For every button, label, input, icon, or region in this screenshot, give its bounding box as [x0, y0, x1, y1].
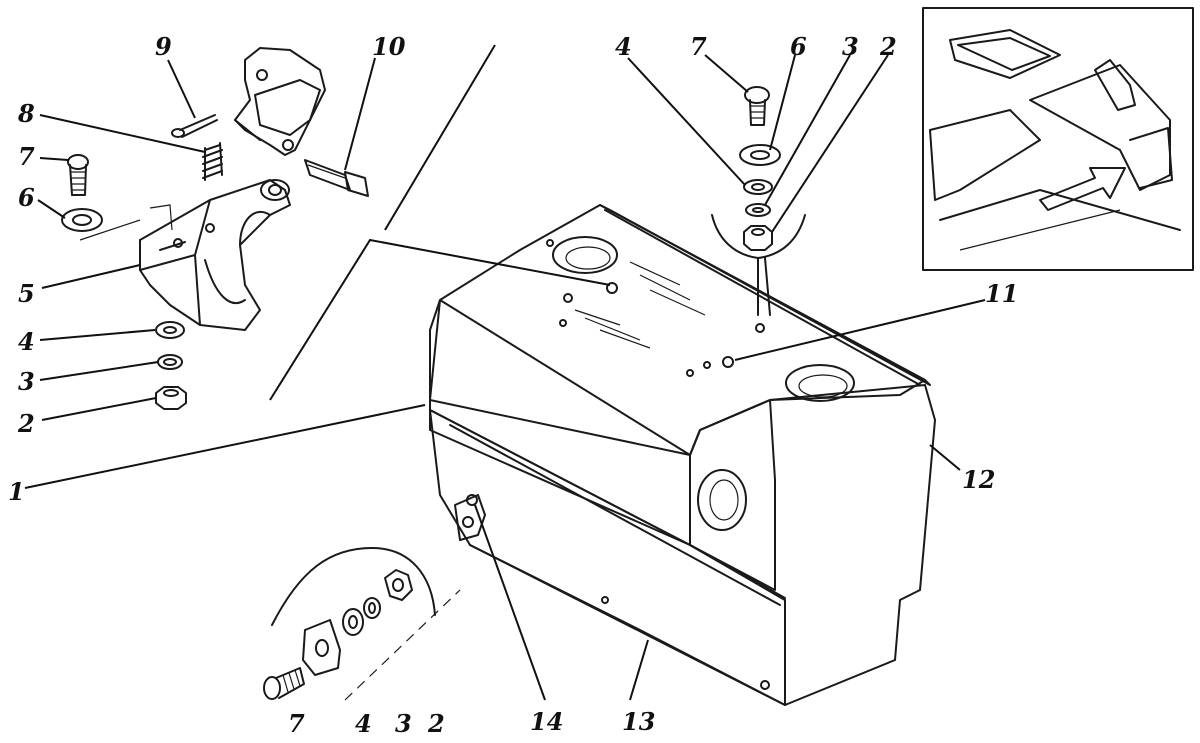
callout-2-bottom: 2: [427, 709, 445, 738]
callout-7-bottom: 7: [288, 709, 305, 738]
callout-2-top: 2: [879, 32, 897, 61]
strap-clamp: [234, 47, 326, 156]
end-port: [697, 469, 747, 531]
filler-opening-right: [785, 364, 855, 402]
callout-1: 1: [8, 477, 25, 506]
bolt-long: [304, 159, 369, 197]
bracket-assembly: [139, 179, 291, 331]
callout-7-top: 7: [690, 32, 707, 61]
tank-rear-rim: [599, 204, 931, 386]
callout-2-left: 2: [17, 409, 35, 438]
left-hardware-stack: [61, 154, 187, 410]
tank-right-end-face: [689, 384, 936, 706]
callout-labels: 1 2 3 4 5 6 7 8 9 10 4 7 6 3 2 11 12 13 …: [8, 32, 1018, 738]
callout-6-left: 6: [18, 183, 35, 212]
bottom-hardware-stack: [263, 547, 461, 701]
callout-7-left: 7: [18, 142, 35, 171]
spring: [202, 142, 223, 181]
callout-11: 11: [985, 279, 1018, 308]
tank-housing: [429, 204, 936, 706]
top-hardware-stack: [711, 86, 806, 316]
callout-4-top: 4: [615, 32, 632, 61]
callout-13: 13: [622, 707, 655, 736]
location-inset: [922, 7, 1194, 271]
callout-12: 12: [962, 465, 995, 494]
callout-6-top: 6: [790, 32, 807, 61]
callout-9: 9: [155, 32, 172, 61]
callout-3-left: 3: [18, 367, 35, 396]
callout-14: 14: [530, 707, 563, 736]
filler-openings: [546, 236, 855, 531]
callout-5: 5: [18, 279, 35, 308]
callout-3-bottom: 3: [395, 709, 412, 738]
callout-4-left: 4: [18, 327, 35, 356]
callout-4-bottom: 4: [355, 709, 372, 738]
tank-front-upper-face: [429, 299, 691, 546]
filler-opening-left: [552, 236, 618, 274]
arrow-icon: [1039, 167, 1126, 211]
callout-3-top: 3: [842, 32, 859, 61]
callout-8: 8: [17, 99, 35, 128]
callout-10: 10: [372, 32, 406, 61]
tank-top-face: [429, 204, 926, 456]
cotter-pin: [171, 114, 218, 138]
leader-lines: [24, 44, 986, 701]
bracket: [139, 179, 291, 331]
tank-end-panel: [689, 399, 776, 591]
